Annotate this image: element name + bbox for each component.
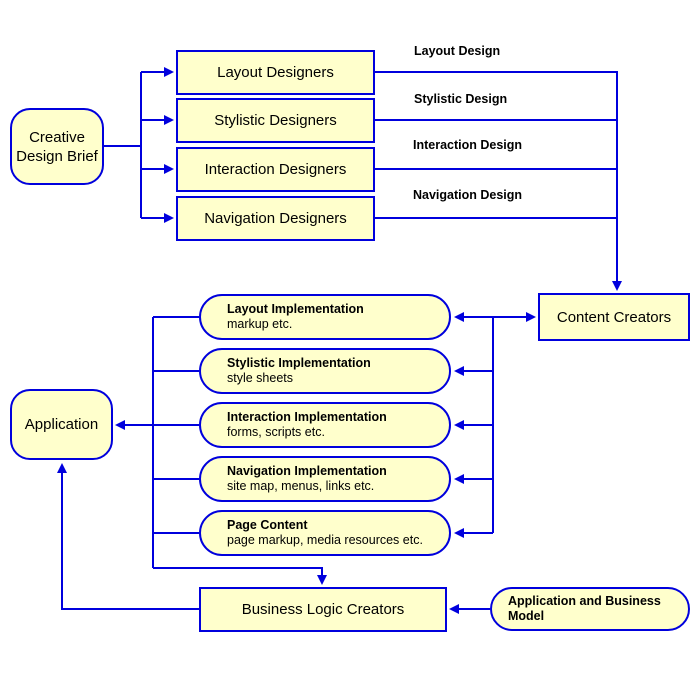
node-creative-design-brief: Creative Design Brief [10,108,104,185]
interaction-implementation-text: Interaction Implementation forms, script… [201,410,393,440]
flow-label-interaction-design: Interaction Design [413,138,523,152]
node-navigation-designers: Navigation Designers [176,196,375,241]
navigation-implementation-text: Navigation Implementation site map, menu… [201,464,393,494]
interaction-implementation-title: Interaction Implementation [227,410,387,424]
connector-impl-left-trunk [152,316,199,568]
page-content-text: Page Content page markup, media resource… [201,518,429,548]
flow-label-stylistic-design: Stylistic Design [414,92,508,106]
flow-label-layout-design: Layout Design [414,44,501,58]
connector-arrow-business-logic-top [153,567,327,585]
layout-implementation-title: Layout Implementation [227,302,364,316]
stylistic-implementation-text: Stylistic Implementation style sheets [201,356,377,386]
node-page-content: Page Content page markup, media resource… [199,510,451,556]
interaction-implementation-subtitle: forms, scripts etc. [227,425,325,439]
connector-arrow-content-creators-top [375,71,622,291]
connector-designer-outputs [375,119,617,219]
node-interaction-implementation: Interaction Implementation forms, script… [199,402,451,448]
node-layout-designers: Layout Designers [176,50,375,95]
node-interaction-designers: Interaction Designers [176,147,375,192]
page-content-title: Page Content [227,518,308,532]
stylistic-implementation-title: Stylistic Implementation [227,356,371,370]
page-content-subtitle: page markup, media resources etc. [227,533,423,547]
navigation-implementation-title: Navigation Implementation [227,464,387,478]
node-stylistic-designers: Stylistic Designers [176,98,375,143]
stylistic-implementation-subtitle: style sheets [227,371,294,385]
node-stylistic-implementation: Stylistic Implementation style sheets [199,348,451,394]
layout-implementation-subtitle: markup etc. [227,317,293,331]
connector-arrow-blc-to-application [57,463,199,610]
node-application: Application [10,389,113,460]
node-business-logic-creators: Business Logic Creators [199,587,447,632]
layout-implementation-text: Layout Implementation markup etc. [201,302,370,332]
connector-brief-trunk [104,72,142,218]
node-layout-implementation: Layout Implementation markup etc. [199,294,451,340]
node-content-creators: Content Creators [538,293,690,341]
node-navigation-implementation: Navigation Implementation site map, menu… [199,456,451,502]
application-business-model-label: Application and Business Model [508,594,661,623]
navigation-implementation-subtitle: site map, menus, links etc. [227,479,375,493]
node-application-business-model: Application and Business Model [490,587,690,631]
flow-label-navigation-design: Navigation Design [413,188,523,202]
